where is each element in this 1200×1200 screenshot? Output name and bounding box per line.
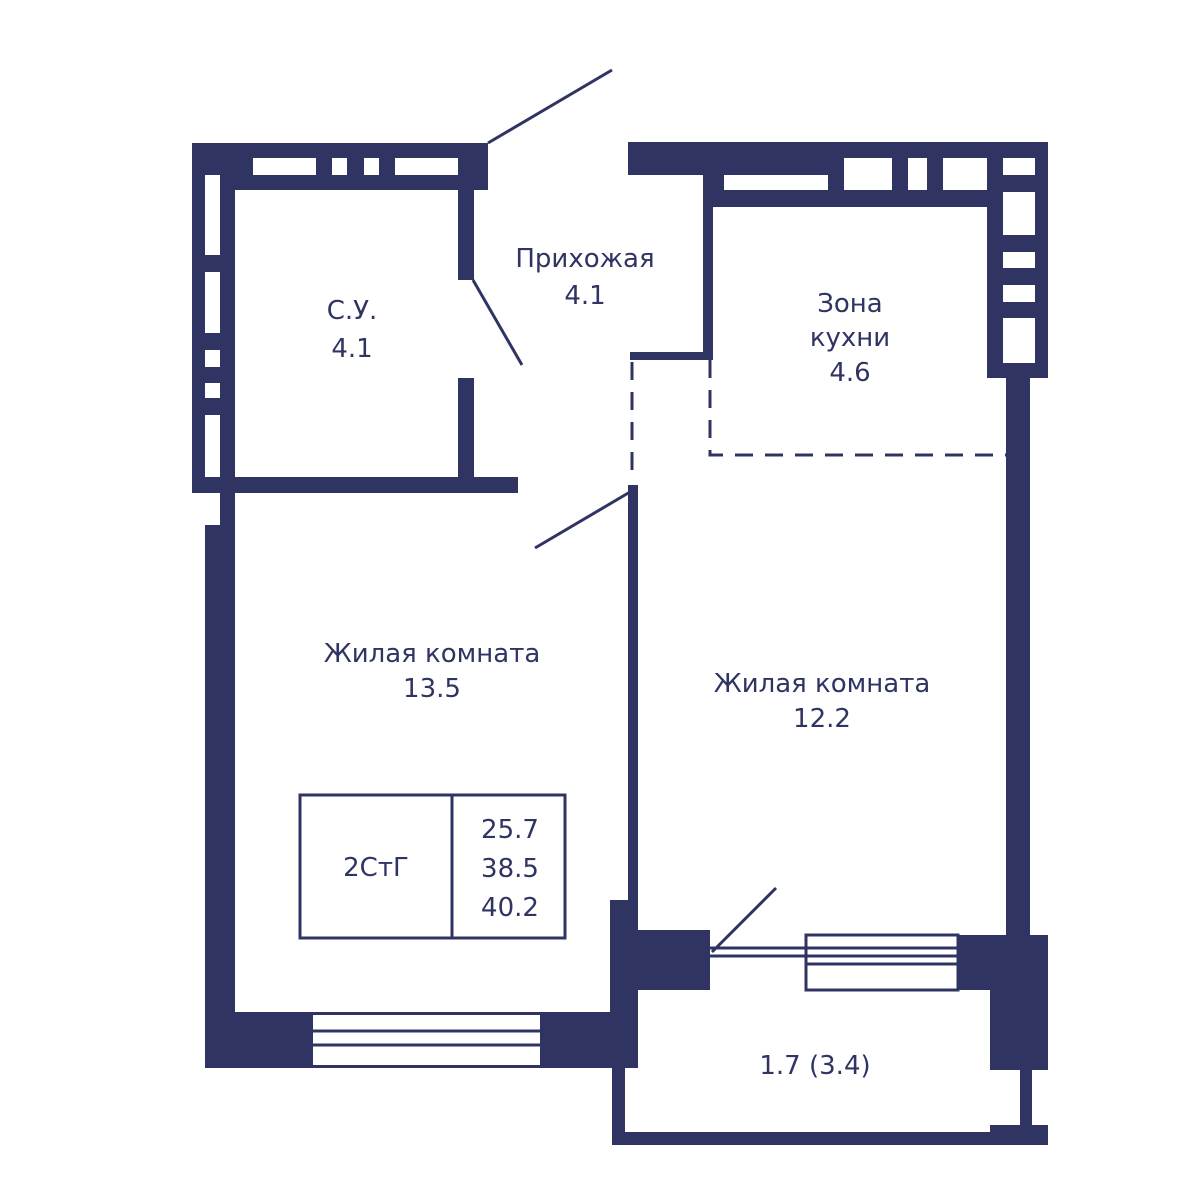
- room-bathroom-area: 4.1: [331, 334, 372, 364]
- room-living1-name: Жилая комната: [324, 639, 541, 669]
- total-area: 40.2: [481, 893, 539, 923]
- room-kitchen-name-2: кухни: [810, 323, 890, 353]
- apartment-type: 2СтГ: [343, 853, 409, 883]
- room-kitchen-area: 4.6: [829, 358, 870, 388]
- room-living2-area: 12.2: [793, 704, 851, 734]
- balcony-area: 1.7 (3.4): [759, 1051, 870, 1081]
- zone-boundaries: [630, 360, 1006, 480]
- room-labels: Прихожая 4.1 С.У. 4.1 Зона кухни 4.6 Жил…: [324, 244, 931, 1081]
- info-box: 2СтГ 25.7 38.5 40.2: [298, 793, 567, 940]
- room-bathroom-name: С.У.: [327, 296, 378, 326]
- room-living2-name: Жилая комната: [714, 669, 931, 699]
- windows: [205, 158, 1035, 1065]
- doors: [471, 68, 778, 954]
- room-living1-area: 13.5: [403, 674, 461, 704]
- room-hallway-name: Прихожая: [515, 244, 654, 274]
- walls: [192, 142, 1048, 1145]
- living-area: 25.7: [481, 815, 539, 845]
- room-hallway-area: 4.1: [564, 281, 605, 311]
- room-kitchen-name-1: Зона: [817, 289, 883, 319]
- area-without-balcony: 38.5: [481, 854, 539, 884]
